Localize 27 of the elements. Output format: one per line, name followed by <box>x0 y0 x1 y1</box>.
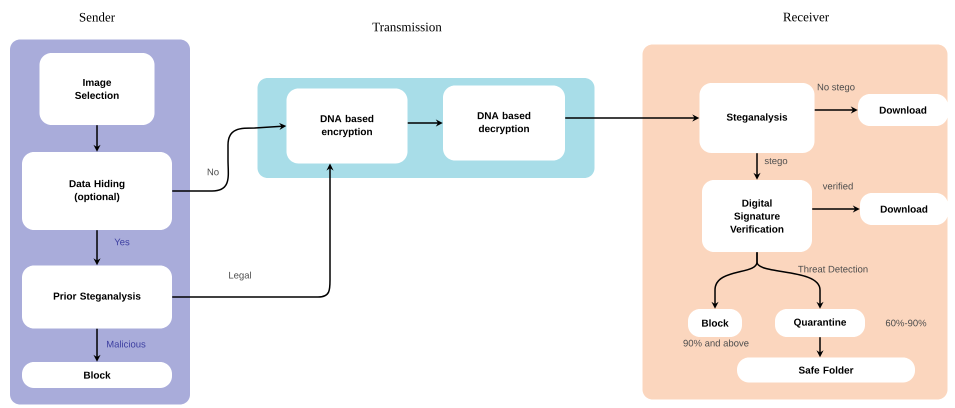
process-box: DNA based encryption <box>286 88 408 164</box>
process-box: Block <box>688 309 742 337</box>
panel-heading: Transmission <box>372 22 442 32</box>
edge-label: Malicious <box>105 340 147 348</box>
node-note: 90% and above <box>683 340 749 346</box>
edge-label: verified <box>822 182 854 190</box>
process-box: Image Selection <box>40 53 154 125</box>
edge-label: Threat Detection <box>796 264 870 274</box>
process-box: Quarantine <box>775 309 865 337</box>
process-box: DNA based decryption <box>443 86 565 160</box>
edge-label: No stego <box>816 82 856 94</box>
panel-heading: Sender <box>80 12 115 22</box>
process-box: Download <box>858 94 948 126</box>
panel-heading: Receiver <box>783 12 829 22</box>
process-box: Prior Steganalysis <box>22 266 172 328</box>
node-label: Download <box>880 106 926 114</box>
process-box: Download <box>860 193 948 225</box>
process-box: Safe Folder <box>737 358 915 382</box>
process-box: Digital Signature Verification <box>702 180 812 252</box>
node-note: 60%-90% <box>886 320 926 326</box>
process-box: Data Hiding (optional) <box>22 152 172 230</box>
process-box: Block <box>22 362 172 388</box>
process-box: Steganalysis <box>700 83 814 153</box>
edge-label: Yes <box>113 238 131 246</box>
node-label: Download <box>880 205 928 213</box>
edge-label: No <box>206 168 220 176</box>
edge-label: Legal <box>227 270 253 282</box>
